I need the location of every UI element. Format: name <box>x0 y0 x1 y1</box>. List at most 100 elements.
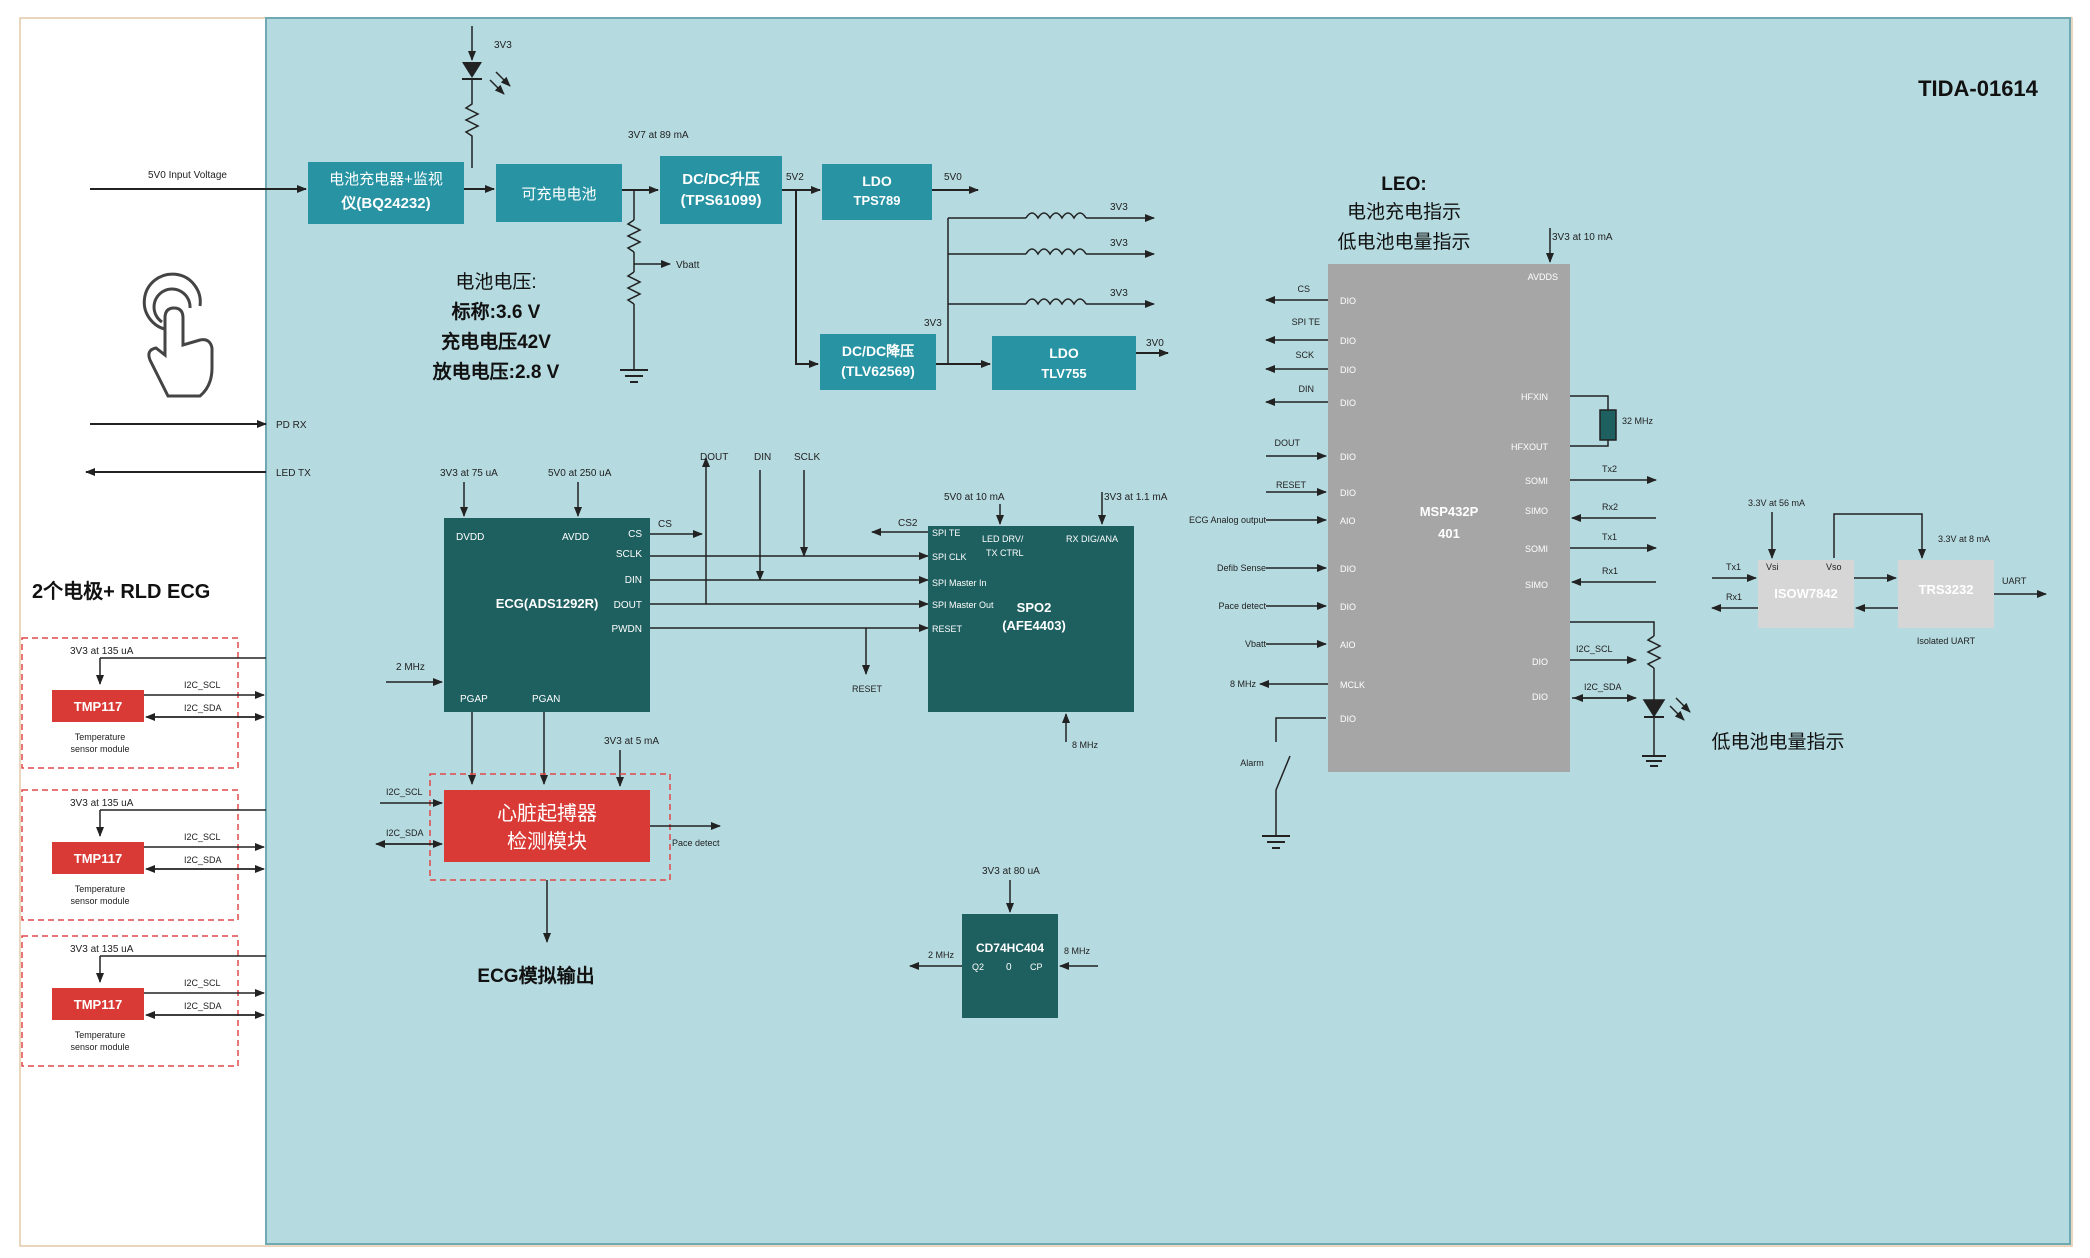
svg-text:Pace detect: Pace detect <box>1218 601 1266 611</box>
svg-text:ECG Analog output: ECG Analog output <box>1189 515 1267 525</box>
trs-supply: 3.3V at 8 mA <box>1938 534 1990 544</box>
svg-text:RESET: RESET <box>1276 480 1307 490</box>
trs3232-block <box>1898 560 1994 628</box>
svg-text:AVDDS: AVDDS <box>1528 272 1558 282</box>
counter-cd74hc404-block <box>962 914 1058 1018</box>
svg-text:(TPS61099): (TPS61099) <box>681 192 762 209</box>
svg-text:DIO: DIO <box>1340 398 1356 408</box>
svg-text:sensor module: sensor module <box>70 744 129 754</box>
tmp117-chip-2 <box>52 842 144 874</box>
svg-text:SCLK: SCLK <box>616 549 642 560</box>
buck-block <box>820 334 936 390</box>
svg-text:DIN: DIN <box>1299 384 1315 394</box>
svg-text:TX CTRL: TX CTRL <box>986 548 1024 558</box>
isow-supply: 3.3V at 56 mA <box>1748 498 1805 508</box>
svg-text:Q2: Q2 <box>972 962 984 972</box>
svg-text:检测模块: 检测模块 <box>507 830 587 853</box>
svg-text:DOUT: DOUT <box>1275 438 1301 448</box>
mcu-i2c-pin-2: DIO <box>1532 692 1548 702</box>
svg-text:(TLV62569): (TLV62569) <box>841 363 915 379</box>
svg-text:I2C_SCL: I2C_SCL <box>184 978 221 988</box>
svg-text:DVDD: DVDD <box>456 532 484 543</box>
svg-text:DC/DC升压: DC/DC升压 <box>682 171 760 188</box>
mcu-i2c-sda: I2C_SDA <box>1584 682 1622 692</box>
svg-text:LDO: LDO <box>862 173 892 189</box>
svg-text:RESET: RESET <box>932 624 963 634</box>
leo-title: LEO: <box>1381 174 1426 195</box>
crystal-32mhz <box>1570 395 1617 447</box>
mcu-i2c-pin-1: DIO <box>1532 657 1548 667</box>
svg-text:ECG(ADS1292R): ECG(ADS1292R) <box>496 596 599 611</box>
mcu-hfxout-pin: HFXOUT <box>1511 442 1549 452</box>
rail-3v3-out-2: 3V3 <box>1110 238 1128 249</box>
svg-text:SPI TE: SPI TE <box>1292 317 1320 327</box>
pace-module-frame <box>429 773 671 881</box>
led-tx-label: LED TX <box>276 468 311 479</box>
rail-3v3-buck-label: 3V3 <box>924 318 942 329</box>
svg-text:3V3 at 135 uA: 3V3 at 135 uA <box>70 646 134 657</box>
svg-text:LDO: LDO <box>1049 345 1079 361</box>
touch-icon <box>142 272 214 398</box>
spo2-led-supply: 5V0 at 10 mA <box>944 492 1005 503</box>
rail-3v7-label: 3V7 at 89 mA <box>628 130 689 141</box>
svg-text:CP: CP <box>1030 962 1043 972</box>
pace-sda-label: I2C_SDA <box>386 828 424 838</box>
ecg-cs-label: CS <box>658 519 672 530</box>
svg-text:DIO: DIO <box>1340 602 1356 612</box>
svg-text:I2C_SDA: I2C_SDA <box>184 703 222 713</box>
svg-text:ISOW7842: ISOW7842 <box>1774 586 1838 601</box>
svg-text:SPI Master In: SPI Master In <box>932 578 987 588</box>
boost-block <box>660 156 782 224</box>
svg-text:PWDN: PWDN <box>611 624 642 635</box>
tx2-label: Tx2 <box>1602 464 1617 474</box>
svg-text:Temperature: Temperature <box>75 732 126 742</box>
ecg-ads1292r-block <box>444 518 650 712</box>
svg-text:SPI TE: SPI TE <box>932 528 960 538</box>
svg-text:I2C_SDA: I2C_SDA <box>184 855 222 865</box>
svg-text:I2C_SCL: I2C_SCL <box>184 832 221 842</box>
leo-charge-indicator: 电池充电指示 <box>1347 201 1461 223</box>
rx1-label: Rx1 <box>1602 566 1618 576</box>
battery-info-nominal: 标称:3.6 V <box>452 300 541 323</box>
svg-text:3V3 at 135 uA: 3V3 at 135 uA <box>70 944 134 955</box>
electrode-heading: 2个电极+ RLD ECG <box>32 579 210 603</box>
svg-text:8 MHz: 8 MHz <box>1230 679 1257 689</box>
bus-dout-label: DOUT <box>700 452 728 463</box>
svg-text:SPI Master Out: SPI Master Out <box>932 600 994 610</box>
ecg-clock-label: 2 MHz <box>396 662 425 673</box>
svg-text:SOMI: SOMI <box>1525 544 1548 554</box>
svg-text:SPO2: SPO2 <box>1017 600 1052 615</box>
svg-text:SCK: SCK <box>1295 350 1314 360</box>
ecg-dvdd-supply: 3V3 at 75 uA <box>440 468 498 479</box>
mcu-hfxin-pin: HFXIN <box>1521 392 1548 402</box>
svg-text:可充电电池: 可充电电池 <box>521 186 596 203</box>
mcu-left-signal-labels: CS SPI TE SCK DIN DOUT RESET ECG Analog … <box>1189 284 1320 689</box>
svg-text:SIMO: SIMO <box>1525 580 1548 590</box>
rail-3v3-out-3: 3V3 <box>1110 288 1128 299</box>
rail-5v2-label: 5V2 <box>786 172 804 183</box>
svg-text:Vsi: Vsi <box>1766 562 1779 572</box>
counter-in-label: 8 MHz <box>1064 946 1091 956</box>
svg-text:TRS3232: TRS3232 <box>1919 582 1974 597</box>
svg-text:DIO: DIO <box>1340 452 1356 462</box>
isolated-uart-label: Isolated UART <box>1917 636 1976 646</box>
svg-text:RX DIG/ANA: RX DIG/ANA <box>1066 534 1118 544</box>
svg-text:0: 0 <box>1006 962 1012 973</box>
board-title: TIDA-01614 <box>1918 76 2039 101</box>
svg-text:AIO: AIO <box>1340 516 1356 526</box>
low-battery-led <box>1570 621 1691 767</box>
svg-text:401: 401 <box>1438 526 1460 541</box>
battery-block <box>496 164 622 222</box>
svg-text:SIMO: SIMO <box>1525 506 1548 516</box>
svg-text:心脏起搏器: 心脏起搏器 <box>497 802 597 825</box>
counter-supply: 3V3 at 80 uA <box>982 866 1040 877</box>
mcu-i2c-scl: I2C_SCL <box>1576 644 1613 654</box>
spo2-rx-supply: 3V3 at 1.1 mA <box>1104 492 1168 503</box>
temp-module-3: 3V3 at 135 uA TMP117 I2C_SCL I2C_SDA Tem… <box>21 935 266 1067</box>
alarm-switch <box>1262 717 1326 849</box>
tmp117-chip-1 <box>52 690 144 722</box>
svg-text:PGAP: PGAP <box>460 694 488 705</box>
counter-out-label: 2 MHz <box>928 950 955 960</box>
